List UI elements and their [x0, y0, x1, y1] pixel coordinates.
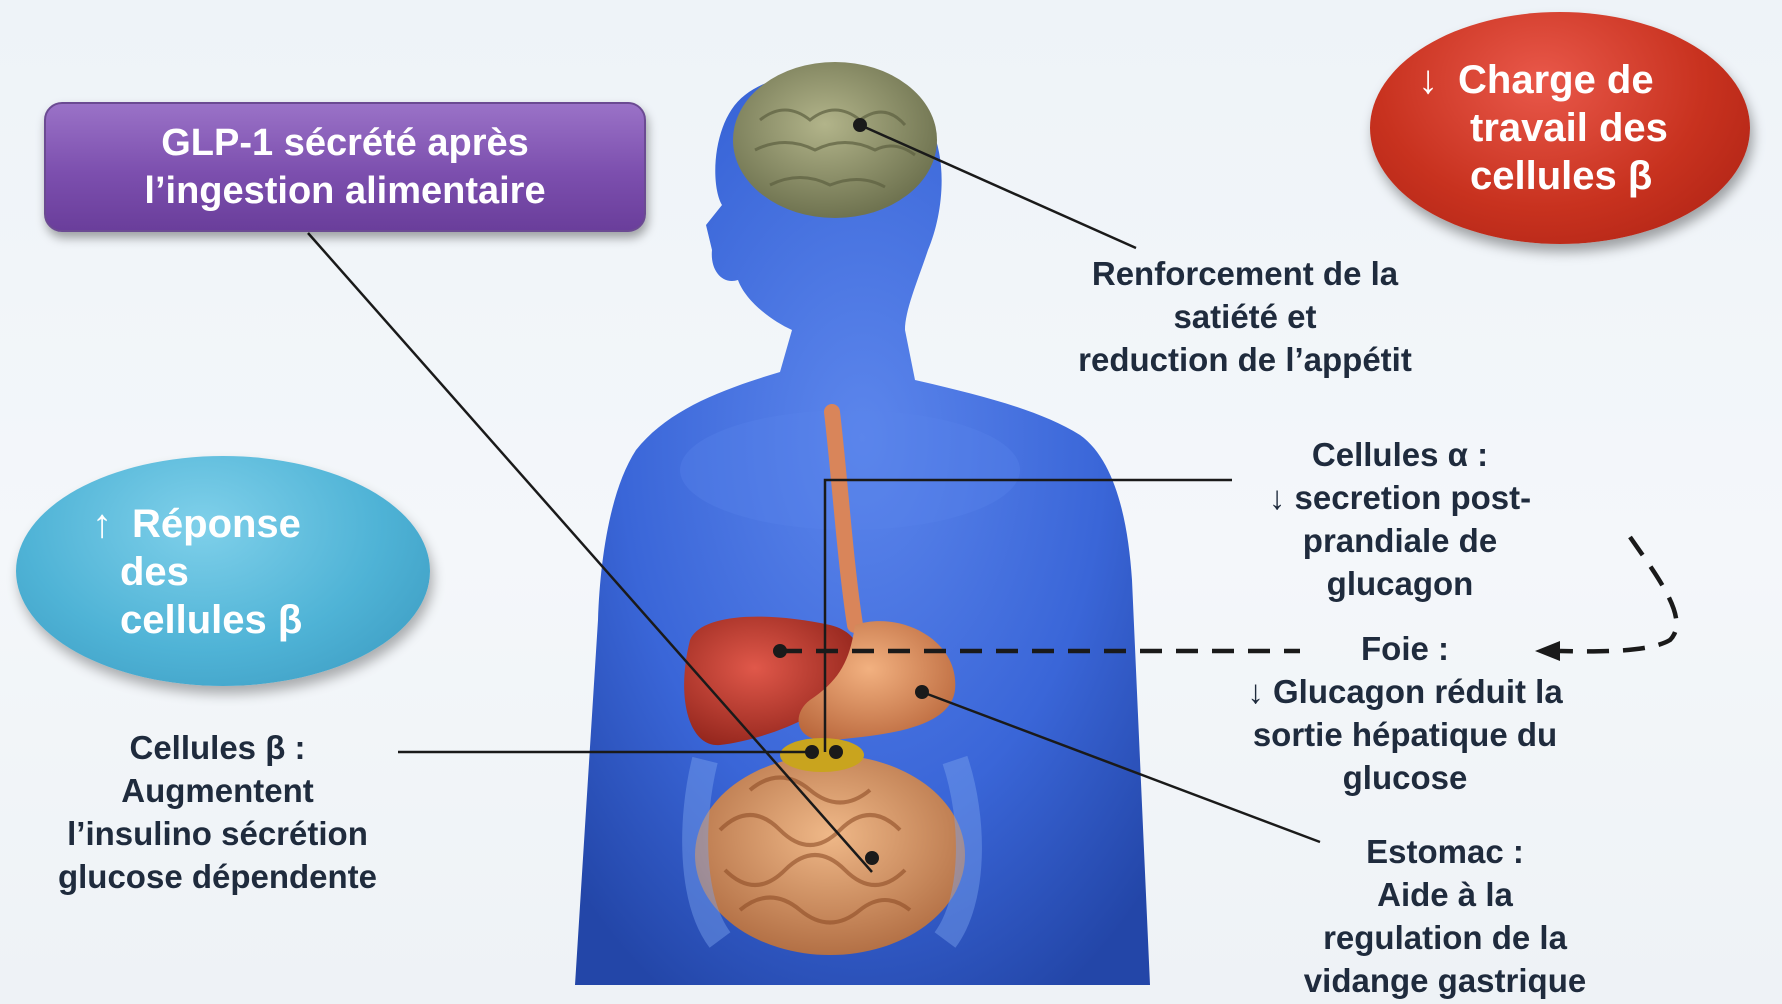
up-arrow-icon: ↑	[92, 500, 132, 548]
pancreas	[780, 738, 864, 772]
glp1-secretion-box: GLP-1 sécrété après l’ingestion alimenta…	[44, 102, 646, 232]
alpha-cells-label: Cellules α : ↓ secretion post- prandiale…	[1210, 433, 1590, 605]
brain-satiety-label: Renforcement de la satiété et reduction …	[1030, 252, 1460, 381]
intestines	[695, 755, 965, 955]
liver-label: Foie : ↓ Glucagon réduit la sortie hépat…	[1200, 627, 1610, 799]
down-arrow-icon: ↓	[1418, 56, 1458, 104]
brain	[733, 62, 937, 218]
stomach-label: Estomac : Aide à la regulation de la vid…	[1255, 830, 1635, 1002]
glp1-secretion-text: GLP-1 sécrété après l’ingestion alimenta…	[144, 119, 545, 215]
beta-cell-workload-text: ↓Charge de travail des cellules β	[1418, 56, 1668, 200]
beta-response-text: ↑Réponse des cellules β	[92, 500, 302, 644]
beta-cells-label: Cellules β : Augmentent l’insulino sécré…	[20, 726, 415, 898]
